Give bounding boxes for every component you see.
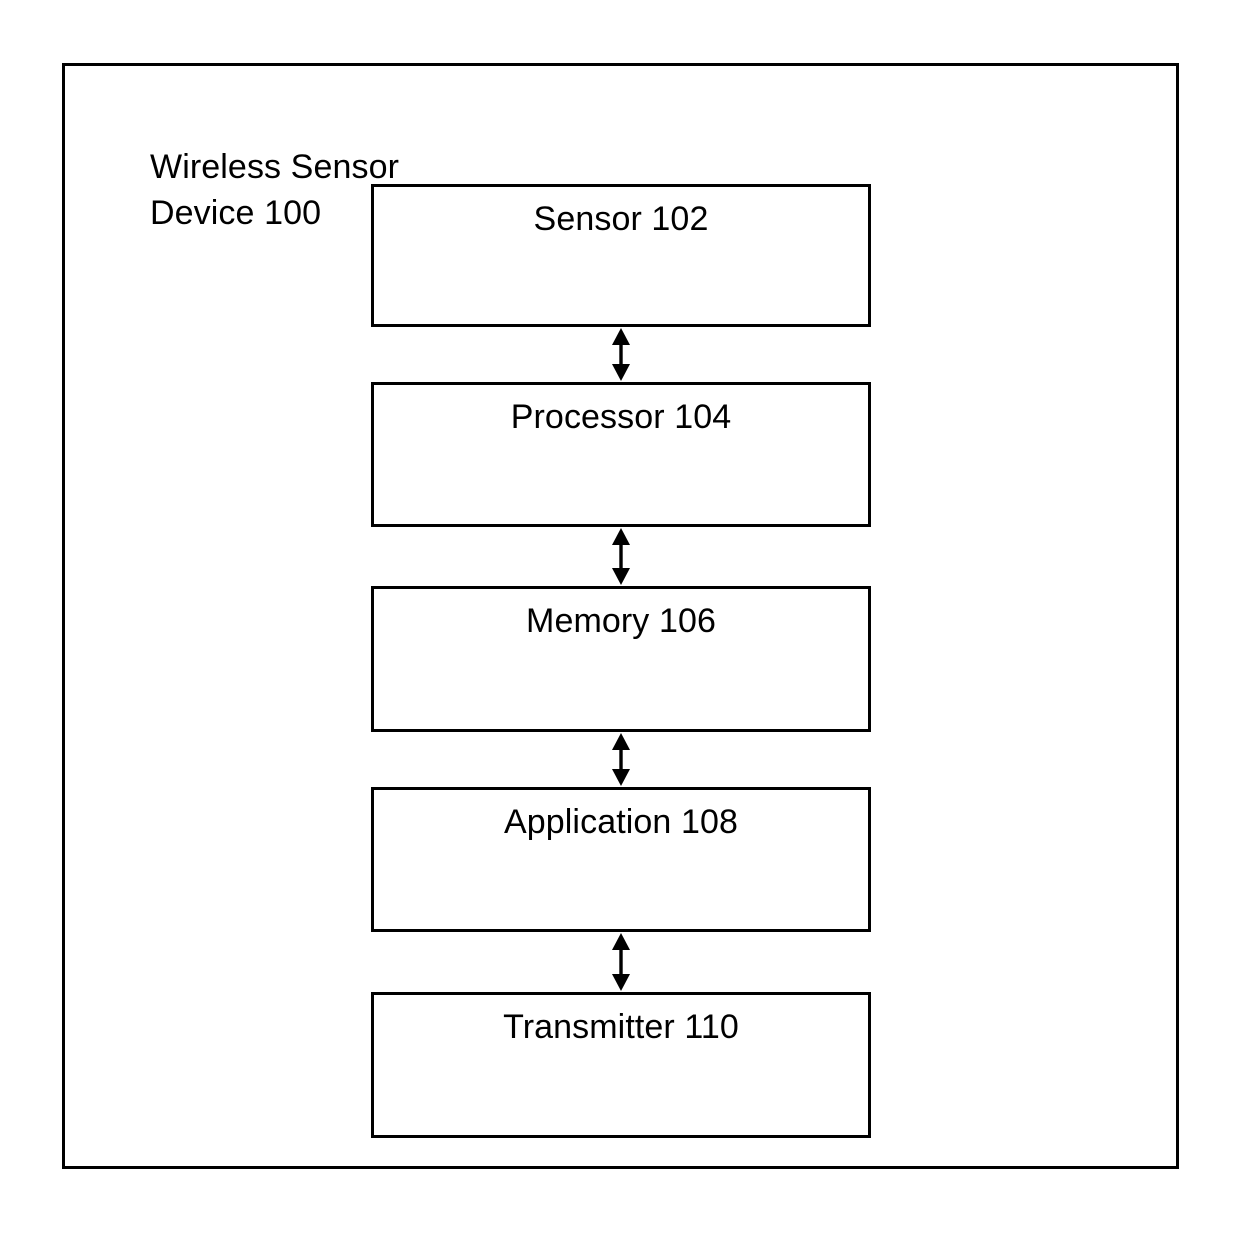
block-transmitter[interactable]: Transmitter 110 (371, 992, 871, 1138)
device-title: Wireless Sensor Device 100 (150, 148, 400, 232)
block-sensor[interactable]: Sensor 102 (371, 184, 871, 327)
block-processor[interactable]: Processor 104 (371, 382, 871, 527)
block-sensor-label: Sensor 102 (533, 200, 709, 238)
block-memory[interactable]: Memory 106 (371, 586, 871, 732)
block-application-label: Application 108 (503, 803, 738, 841)
connector-sensor-processor (604, 327, 638, 382)
block-processor-label: Processor 104 (510, 398, 732, 436)
connector-memory-application (604, 732, 638, 787)
block-transmitter-label: Transmitter 110 (503, 1008, 739, 1046)
connector-processor-memory (604, 527, 638, 586)
connector-application-transmitter (604, 932, 638, 992)
block-memory-label: Memory 106 (526, 602, 716, 640)
block-application[interactable]: Application 108 (371, 787, 871, 932)
